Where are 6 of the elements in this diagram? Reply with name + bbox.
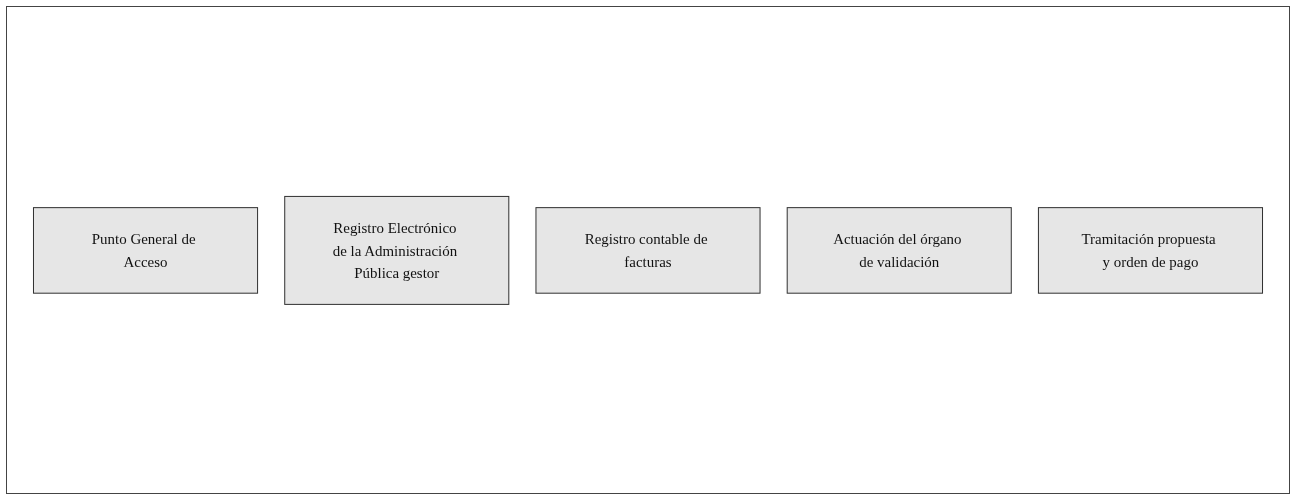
node-box	[786, 206, 1012, 294]
node-box	[1037, 206, 1263, 294]
node-box	[284, 195, 510, 305]
node-box	[33, 206, 259, 294]
node-box	[535, 206, 761, 294]
diagram-frame: Punto General de Acceso Registro Electrónico de la Administración Pública gestor Registro contable de facturas Actuación del órgano de validación Tramitación propuesta y orden de pago	[6, 6, 1290, 494]
